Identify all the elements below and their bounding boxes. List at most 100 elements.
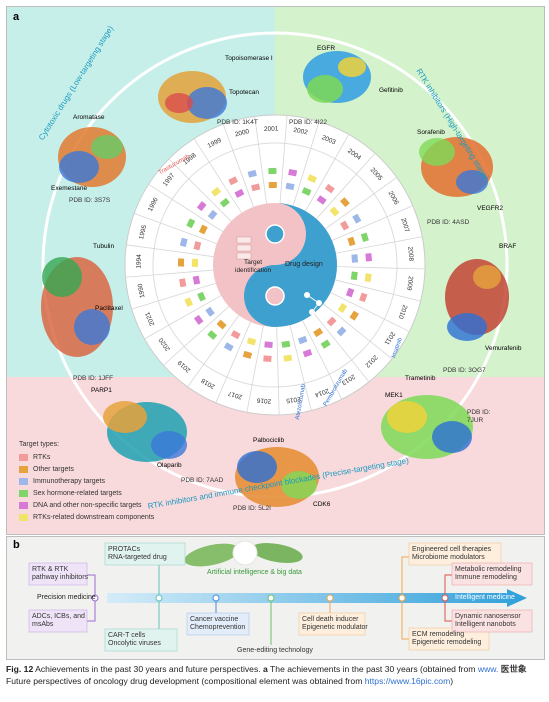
pdb-palbociclib: PDB ID: 5L2I	[233, 505, 271, 512]
year-label: 2010	[397, 304, 409, 320]
year-label: 1994	[136, 254, 143, 269]
target-chip	[268, 167, 277, 175]
legend-label: Sex hormone-related targets	[33, 490, 122, 497]
target-chip	[193, 314, 204, 325]
caption-end: )	[450, 676, 454, 686]
label-exemestane: Exemestane	[51, 185, 88, 192]
target-chip	[302, 349, 313, 358]
panel-b-label: b	[13, 539, 20, 551]
center-drug-label: Drug design	[285, 261, 323, 268]
label-vegfr2: VEGFR2	[477, 205, 504, 212]
legend-swatch	[19, 489, 28, 497]
target-chip	[324, 183, 335, 194]
target-chip	[247, 169, 257, 178]
protein-cdk6	[235, 447, 319, 507]
year-label: 2002	[293, 127, 309, 137]
target-chip	[207, 330, 218, 340]
pdb-parp1: PDB ID: 7AAD	[181, 477, 224, 484]
target-chip	[297, 335, 308, 345]
pdb-vegfr2: PDB ID: 4ASD	[427, 219, 470, 226]
target-chip	[184, 297, 194, 308]
target-chip	[307, 174, 317, 183]
protein-braf	[445, 259, 509, 341]
target-chip	[268, 181, 277, 189]
year-label: 2009	[405, 276, 414, 292]
pdb-mek1: PDB ID: 7JUR	[467, 409, 491, 424]
figure-caption: Fig. 12 Achievements in the past 30 year…	[6, 663, 543, 687]
panel-b-graphic	[28, 540, 533, 652]
label-braf: BRAF	[499, 243, 517, 250]
target-chip	[349, 310, 359, 321]
target-chip	[336, 326, 347, 337]
target-chip	[177, 258, 185, 267]
target-chip	[211, 186, 222, 197]
target-chip	[313, 327, 324, 338]
target-chip	[360, 232, 369, 243]
box-rtk: RTK & RTK pathway inhibitors	[32, 566, 89, 581]
year-label: 2000	[234, 128, 250, 138]
label-egfr: EGFR	[317, 45, 336, 52]
target-chip	[186, 218, 196, 229]
target-chip	[198, 224, 208, 235]
target-chip	[283, 354, 293, 362]
legend-label: DNA and other non-specific targets	[33, 502, 142, 509]
target-chip	[347, 236, 356, 247]
target-chip	[193, 241, 202, 251]
box-protacs: PROTACs RNA-targeted drug	[108, 546, 167, 561]
caption-line2: Future perspectives of oncology drug dev…	[6, 676, 363, 686]
label-aromatase: Aromatase	[73, 114, 105, 121]
legend-label: RTKs	[33, 454, 51, 461]
caption-fig: Fig. 12	[6, 664, 34, 674]
target-chip	[216, 319, 227, 330]
box-engineered: Engineered cell therapies Microbiome mod…	[412, 546, 491, 561]
target-chip	[197, 291, 206, 302]
target-chip	[364, 273, 372, 283]
center-target-label: Target identification	[235, 259, 272, 274]
year-label: 1995	[138, 224, 148, 240]
target-chip	[352, 213, 362, 224]
box-gene-editing: Gene-editing technology	[237, 647, 313, 654]
target-chip	[340, 197, 350, 208]
protein-egfr	[303, 51, 371, 103]
target-chip	[251, 183, 261, 192]
target-chip	[219, 197, 230, 208]
legend-label: Immunotherapy targets	[33, 478, 105, 485]
caption-text2: The achievements in the past 30 years (o…	[270, 664, 476, 674]
target-chip	[264, 341, 273, 349]
label-topotecan: Topotecan	[229, 89, 259, 96]
year-label: 2007	[399, 217, 410, 233]
label-topoisomerase: Topoisomerase I	[225, 55, 273, 62]
year-label: 2001	[264, 126, 279, 133]
protein-vegfr2	[419, 137, 493, 197]
caption-link2[interactable]: https://www.16pic.com	[364, 676, 451, 686]
box-adcs: ADCs, ICBs, and msAbs	[32, 613, 85, 628]
label-vemurafenib: Vemurafenib	[485, 345, 522, 352]
target-chip	[285, 182, 295, 191]
legend-item: Other targets	[19, 465, 74, 475]
protein-parp1	[103, 401, 187, 462]
protein-mek1	[381, 395, 473, 459]
legend-item: DNA and other non-specific targets	[19, 501, 142, 511]
pdb-egfr: PDB ID: 4I22	[289, 119, 327, 126]
target-chip	[329, 206, 340, 217]
legend-swatch	[19, 501, 28, 509]
target-chip	[288, 168, 298, 177]
target-chip	[205, 306, 215, 317]
target-chip	[326, 316, 337, 327]
legend-label: RTKs-related downstream components	[33, 514, 155, 521]
year-label: 2015	[285, 395, 301, 404]
watermark: 医世象	[500, 664, 527, 674]
box-cart: CAR-T cells Oncolytic viruses	[108, 632, 161, 647]
protein-aromatase	[58, 127, 126, 187]
target-chip	[351, 254, 359, 263]
target-chip	[228, 176, 239, 186]
target-chip	[359, 292, 368, 303]
box-cancer-vaccine: Cancer vaccine Chemoprevention	[190, 616, 246, 631]
legend-item: RTKs	[19, 453, 50, 463]
timeline-axis	[107, 589, 527, 607]
caption-link1[interactable]: www.	[477, 664, 499, 674]
legend-swatch	[19, 465, 28, 473]
year-label: 2008	[406, 246, 414, 261]
legend-swatch	[19, 513, 28, 521]
